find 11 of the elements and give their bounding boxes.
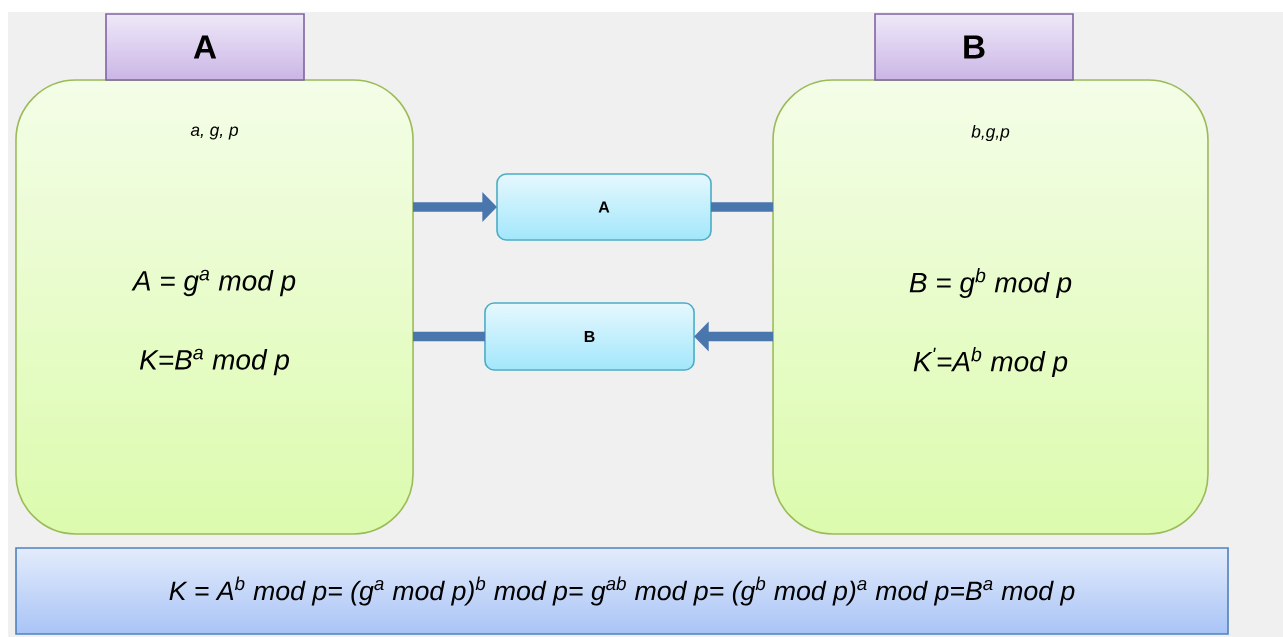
parameter-text: a, g, p <box>190 126 238 140</box>
formula-text: K=B$^{a}$ mod p <box>139 348 289 376</box>
party-label-box: A <box>105 13 305 81</box>
formula-text: A = g$^{a}$ mod p <box>131 269 296 297</box>
message-box: B <box>484 302 695 371</box>
party-label-box: B <box>874 13 1074 81</box>
message-box: A <box>496 173 712 241</box>
formula-text: K$^{'}$=A$^{b}$ mod p <box>913 347 1068 378</box>
parameter-text: b,g,p <box>971 124 1010 142</box>
formula-text: B = g$^{b}$ mod p <box>909 268 1072 299</box>
formula-box: K = A$^{b}$ mod p= (g$^{a}$ mod p)$^{b}$ mod p= g$^{ab}$ mod p= (g$^{b}$ mod p)$^{a}$ mod p=B$^{a}$ mod p <box>15 547 1229 635</box>
